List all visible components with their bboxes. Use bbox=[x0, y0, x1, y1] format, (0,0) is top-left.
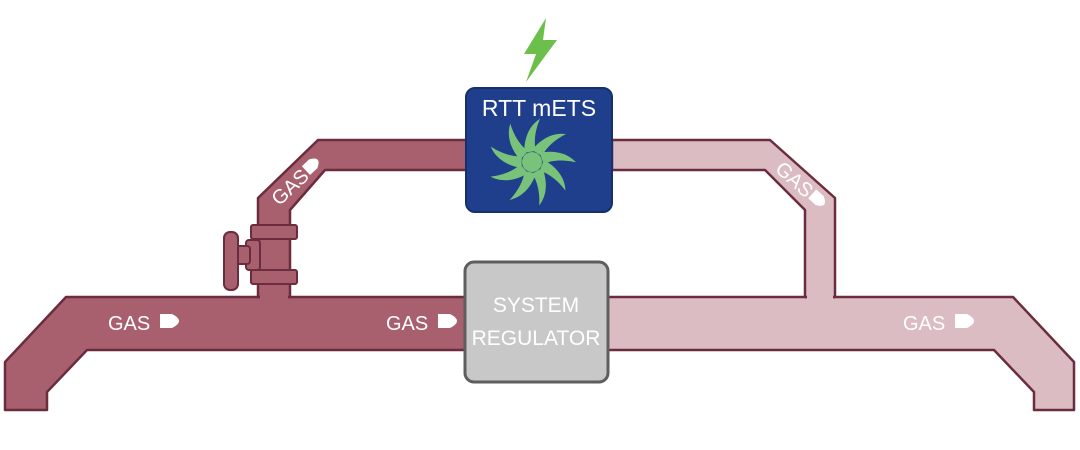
flow-arrow-icon bbox=[160, 314, 179, 328]
turbine-icon bbox=[490, 118, 577, 206]
svg-text:GAS: GAS bbox=[386, 313, 428, 335]
bypass-pipe-outlet bbox=[610, 138, 837, 299]
bypass-pipe-inlet bbox=[256, 138, 470, 299]
gas-label-outlet: GAS bbox=[903, 313, 974, 335]
svg-text:GAS: GAS bbox=[903, 313, 945, 335]
mets-title: RTT mETS bbox=[482, 95, 596, 121]
system-regulator: SYSTEM REGULATOR bbox=[463, 260, 610, 384]
flow-arrow-icon bbox=[808, 189, 825, 206]
regulator-line2: REGULATOR bbox=[472, 327, 601, 350]
valve-icon bbox=[223, 224, 298, 291]
main-pipe-outlet bbox=[603, 295, 1076, 412]
gas-label-inlet-right: GAS bbox=[386, 313, 457, 335]
lightning-bolt-icon bbox=[524, 18, 557, 82]
gas-label-inlet-left: GAS bbox=[108, 313, 179, 335]
flow-arrow-icon bbox=[301, 158, 319, 176]
mets-box: RTT mETS bbox=[465, 87, 613, 213]
junction-right bbox=[807, 292, 833, 302]
flow-arrow-icon bbox=[955, 314, 974, 328]
junction-left bbox=[260, 292, 288, 302]
regulator-line1: SYSTEM bbox=[493, 294, 579, 317]
svg-text:GAS: GAS bbox=[108, 313, 150, 335]
flow-arrow-icon bbox=[438, 314, 457, 328]
